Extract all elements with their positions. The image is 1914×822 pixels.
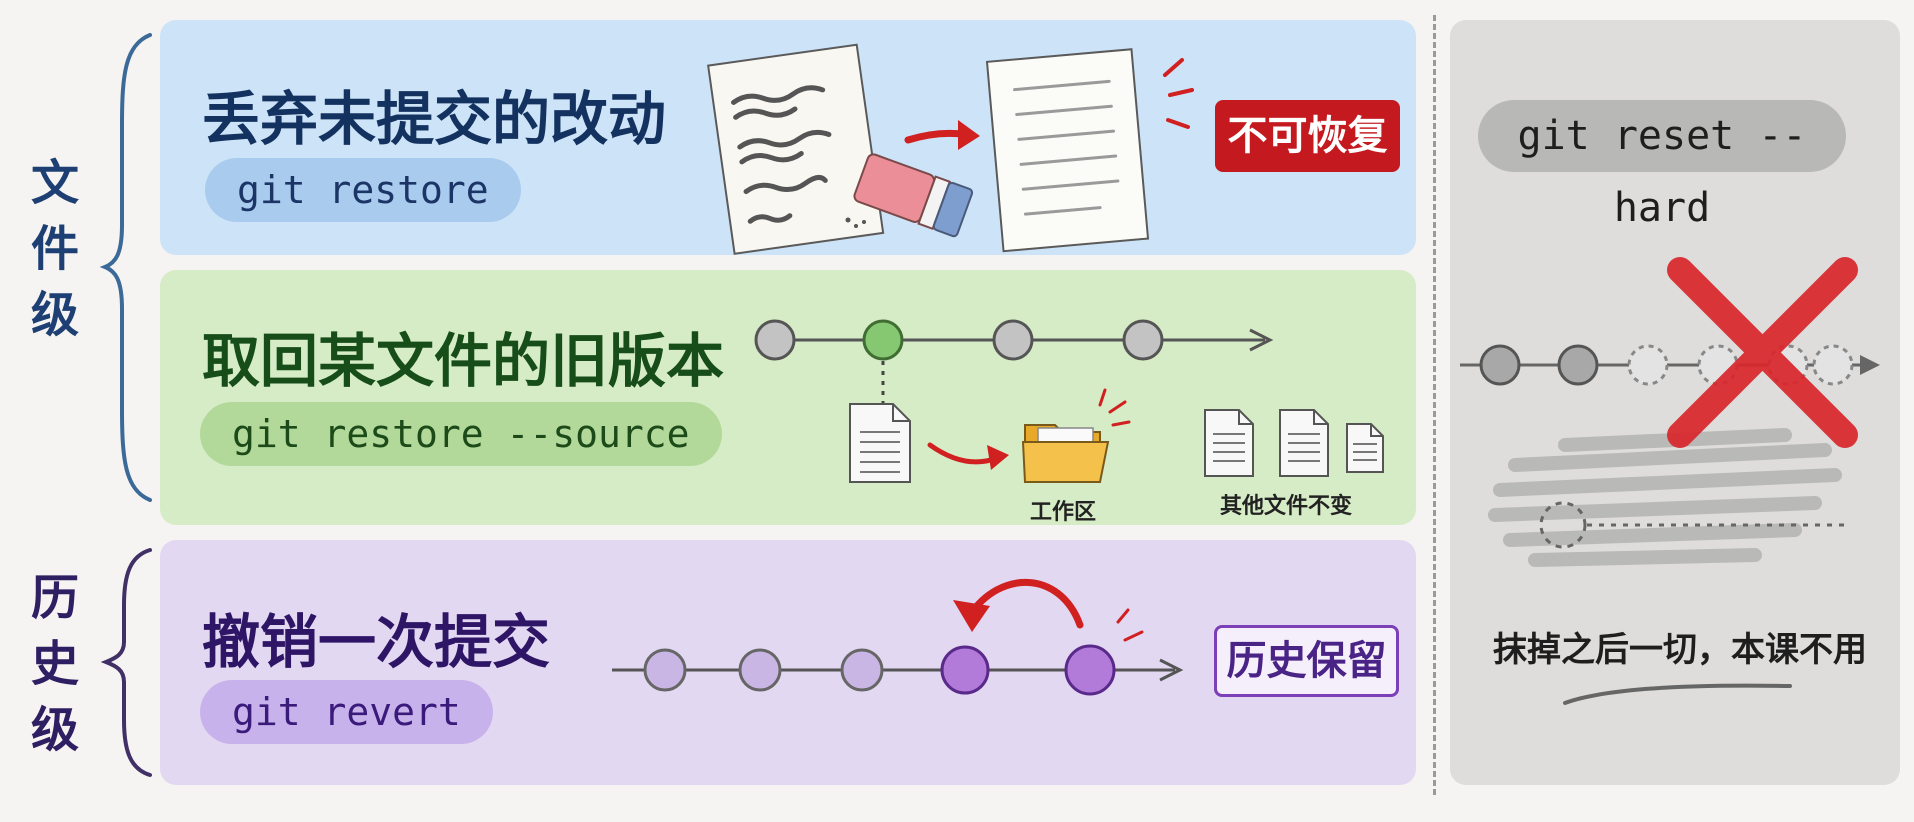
commit-node xyxy=(992,319,1034,361)
crossed-out-paper-icon xyxy=(707,43,885,255)
git-reset-hard-command: git reset --hard xyxy=(1478,100,1846,231)
erased-timeline-illustration xyxy=(1460,257,1880,567)
others-unchanged-label: 其他文件不变 xyxy=(1220,494,1353,519)
restore-old-version-title: 取回某文件的旧版本 xyxy=(202,327,725,395)
deleted-commit-node xyxy=(1627,344,1669,386)
file-level-text: 文件级 xyxy=(30,155,79,343)
history-level-text: 历史级 xyxy=(30,570,79,758)
git-revert-command: git revert xyxy=(200,680,493,744)
file-icon xyxy=(1279,409,1329,477)
erased-commit-node xyxy=(1539,501,1587,549)
commit-node xyxy=(738,648,782,692)
section-divider xyxy=(1433,15,1436,795)
commit-node xyxy=(643,648,687,692)
file-level-brace xyxy=(99,33,152,502)
eraser-icon xyxy=(845,153,974,238)
red-arrow-icon xyxy=(904,120,980,150)
commit-node xyxy=(1479,344,1521,386)
commit-node xyxy=(1557,344,1599,386)
history-level-brace xyxy=(100,548,152,777)
history-preserved-badge: 历史保留 xyxy=(1214,625,1399,697)
restore-old-version-panel xyxy=(160,270,1416,525)
revert-commit-node xyxy=(1064,644,1116,696)
alert-marks-icon xyxy=(1098,388,1131,427)
git-restore-command: git restore xyxy=(205,158,521,222)
commit-node xyxy=(1122,319,1164,361)
commit-timeline-history xyxy=(612,579,1184,696)
underline-scribble xyxy=(1563,683,1792,705)
commit-node xyxy=(754,319,796,361)
file-icon xyxy=(1346,423,1384,473)
selected-commit-node xyxy=(862,319,904,361)
discard-changes-title: 丢弃未提交的改动 xyxy=(202,85,667,153)
revert-commit-panel xyxy=(160,540,1416,785)
history-level-label: 历史级 xyxy=(20,565,90,763)
revert-commit-title: 撤销一次提交 xyxy=(202,608,551,676)
clean-paper-icon xyxy=(985,48,1150,253)
file-level-label: 文件级 xyxy=(20,150,90,348)
commit-node xyxy=(840,648,884,692)
reset-note: 抹掉之后一切，本课不用 xyxy=(1493,630,1867,670)
folder-icon xyxy=(1021,424,1110,483)
red-cross-icon xyxy=(1667,257,1858,448)
alert-marks-icon xyxy=(1163,58,1194,129)
deleted-commit-node xyxy=(1812,344,1854,386)
red-arrow-icon xyxy=(927,442,1009,470)
irreversible-badge: 不可恢复 xyxy=(1215,100,1400,172)
file-icon xyxy=(849,403,911,483)
reverted-commit-node xyxy=(940,645,990,695)
git-restore-source-command: git restore --source xyxy=(200,402,722,466)
commit-timeline-file xyxy=(754,319,1274,405)
file-icon xyxy=(1204,409,1254,477)
workspace-label: 工作区 xyxy=(1030,500,1097,525)
